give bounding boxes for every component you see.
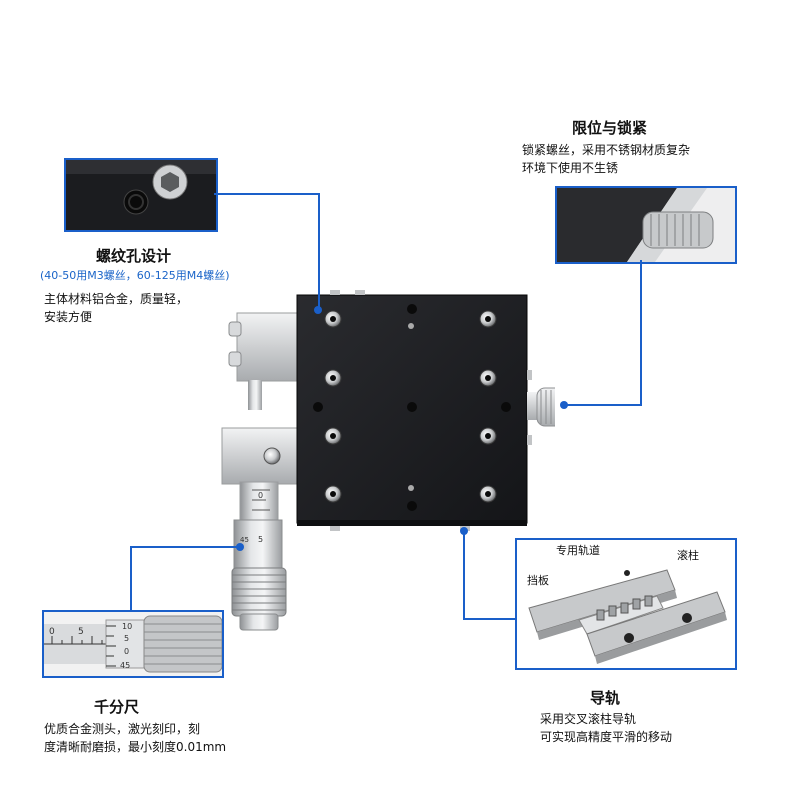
connector-line (130, 546, 132, 611)
inset-tick-0: 0 (49, 627, 55, 637)
micrometer-desc-2: 度清晰耐磨损，最小刻度0.01mm (44, 740, 227, 754)
micrometer-scale-bot: 45 (240, 536, 249, 544)
limit-lock-title: 限位与锁紧 (572, 119, 648, 137)
micrometer-scale-mid: 5 (258, 535, 263, 544)
threaded-hole-inset (64, 158, 218, 232)
micrometer-inset: 0 5 10 5 0 45 (42, 610, 224, 678)
rail-label-plate: 挡板 (527, 574, 549, 587)
inset-scale-5: 5 (124, 634, 129, 643)
connector-dot (460, 527, 468, 535)
connector-line (318, 193, 320, 310)
connector-line (214, 193, 319, 195)
micrometer-desc-1: 优质合金测头，激光刻印，刻 (44, 722, 201, 736)
lock-knob-inset (555, 186, 737, 264)
inset-scale-10: 10 (122, 622, 132, 631)
guide-rail-title: 导轨 (590, 689, 621, 707)
threaded-hole-title: 螺纹孔设计 (96, 247, 172, 265)
threaded-hole-spec: (40-50用M3螺丝，60-125用M4螺丝) (40, 269, 230, 282)
micrometer-title: 千分尺 (94, 698, 140, 716)
guide-rail-desc-2: 可实现高精度平滑的移动 (540, 730, 673, 744)
connector-dot (314, 306, 322, 314)
xy-stage-product: 0 5 45 (221, 290, 555, 631)
inset-tick-5: 5 (78, 627, 84, 637)
connector-line (463, 618, 517, 620)
connector-dot (560, 401, 568, 409)
guide-rail-desc-1: 采用交叉滚柱导轨 (540, 712, 637, 726)
connector-dot (236, 543, 244, 551)
inset-scale-0: 0 (124, 647, 129, 656)
threaded-hole-desc-2: 安装方便 (44, 310, 93, 324)
micrometer-scale-top: 0 (258, 491, 263, 500)
connector-line (565, 404, 642, 406)
rail-label-track: 专用轨道 (556, 544, 600, 557)
limit-lock-desc-2: 环境下使用不生锈 (522, 161, 619, 175)
connector-line (463, 532, 465, 620)
threaded-hole-desc-1: 主体材料铝合金，质量轻， (44, 292, 189, 306)
connector-line (130, 546, 240, 548)
limit-lock-desc-1: 锁紧螺丝，采用不锈钢材质复杂 (522, 143, 691, 157)
guide-rail-inset (515, 538, 737, 670)
connector-line (640, 260, 642, 405)
rail-label-roller: 滚柱 (677, 549, 699, 562)
inset-scale-45: 45 (120, 661, 130, 670)
